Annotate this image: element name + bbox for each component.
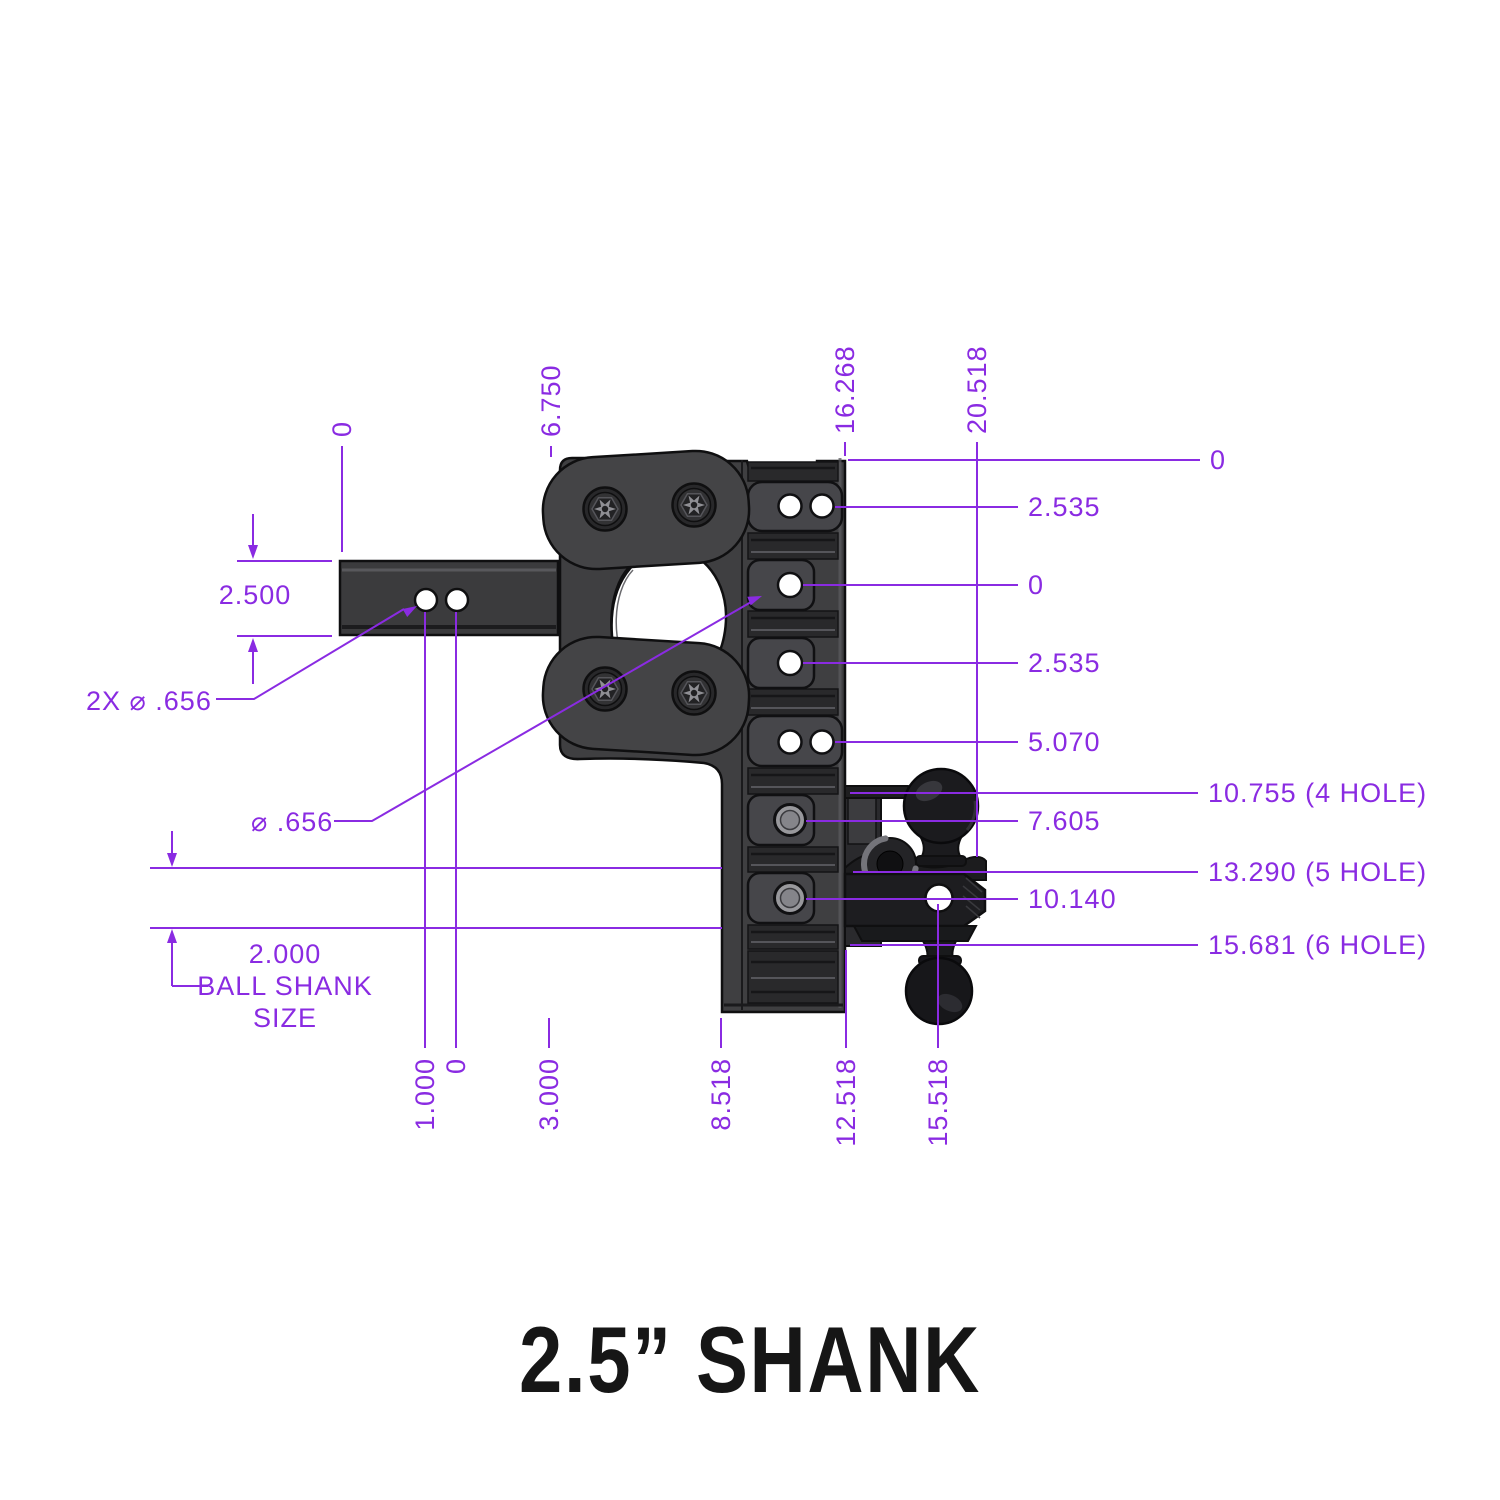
dim-text-5hole: 13.290 (5 HOLE) bbox=[1208, 857, 1427, 887]
dim-text: 1.000 bbox=[410, 1058, 440, 1131]
page-title: 2.5” SHANK bbox=[519, 1307, 981, 1412]
arrowhead-up bbox=[167, 929, 177, 943]
big-ball-highlight bbox=[915, 780, 943, 802]
dim-text: 15.518 bbox=[923, 1058, 953, 1147]
top-ordinate-label: 16.268 bbox=[830, 345, 860, 434]
leader-adjust-hole bbox=[334, 597, 759, 822]
dim-text-ballshank-value: 2.000 bbox=[249, 939, 322, 969]
dim-text-hole-row: 0 bbox=[1028, 570, 1044, 600]
bottom-ordinate-label: 3.000 bbox=[534, 1058, 564, 1131]
dim-text-6hole: 15.681 (6 HOLE) bbox=[1208, 930, 1427, 960]
callout-shank-holes: 2X ⌀ .656 bbox=[86, 686, 212, 716]
torx-bolt bbox=[671, 670, 717, 716]
lower-clamp-arm bbox=[541, 635, 751, 757]
torx-bolt bbox=[582, 666, 628, 712]
arrowhead-down bbox=[248, 545, 258, 559]
bottom-ordinate-label: 0 bbox=[441, 1058, 471, 1074]
hitch-pin-end bbox=[779, 809, 801, 831]
band bbox=[747, 610, 839, 638]
hitch-pin-end bbox=[779, 887, 801, 909]
dim-text: 20.518 bbox=[962, 345, 992, 434]
bottom-ordinate-label: 12.518 bbox=[831, 1058, 861, 1147]
block-lower-flange bbox=[852, 925, 978, 942]
arrowhead-leader bbox=[747, 596, 762, 606]
dim-text-hole-row: 5.070 bbox=[1028, 727, 1101, 757]
band bbox=[747, 461, 839, 482]
big-ball-rim-light bbox=[965, 800, 977, 831]
dimension-labels: 0 6.750 16.268 20.518 0 10.755 (4 HOLE) … bbox=[86, 345, 1427, 1147]
dim-text: 16.268 bbox=[830, 345, 860, 434]
adjustment-links bbox=[746, 480, 844, 925]
band bbox=[747, 950, 839, 1004]
dimension-arrowheads bbox=[167, 545, 762, 943]
arrowhead-leader bbox=[402, 606, 417, 617]
adjust-hole bbox=[776, 649, 804, 677]
leader-shank-holes bbox=[216, 608, 405, 700]
dim-text-ballshank-line2: SIZE bbox=[253, 1003, 317, 1033]
adjust-hole bbox=[809, 493, 835, 519]
bottom-ordinate-label: 15.518 bbox=[923, 1058, 953, 1147]
band bbox=[747, 532, 839, 560]
dim-text-shank-height: 2.500 bbox=[219, 580, 292, 610]
dim-text-hole-row: 2.535 bbox=[1028, 648, 1101, 678]
top-ordinate-label: 6.750 bbox=[536, 364, 566, 437]
dim-text-ballshank-line1: BALL SHANK bbox=[197, 971, 373, 1001]
dim-text-drop-0: 0 bbox=[1210, 445, 1226, 475]
clamp-arms bbox=[541, 449, 751, 757]
upper-clamp-arm bbox=[541, 449, 751, 571]
band bbox=[747, 924, 839, 950]
band bbox=[747, 767, 839, 795]
arrowhead-up bbox=[248, 638, 258, 652]
dim-text-4hole: 10.755 (4 HOLE) bbox=[1208, 778, 1427, 808]
bottom-ordinate-label: 8.518 bbox=[706, 1058, 736, 1131]
dim-text-hole-row: 10.140 bbox=[1028, 884, 1117, 914]
adjust-hole bbox=[777, 493, 803, 519]
dim-text: 8.518 bbox=[706, 1058, 736, 1131]
band bbox=[747, 846, 839, 873]
torx-bolt bbox=[582, 486, 628, 532]
torx-bolt bbox=[671, 482, 717, 528]
top-ordinate-label: 20.518 bbox=[962, 345, 992, 434]
dim-text-hole-row: 2.535 bbox=[1028, 492, 1101, 522]
dim-text: 3.000 bbox=[534, 1058, 564, 1131]
dual-ball-mount bbox=[843, 767, 987, 1026]
receiver-shank bbox=[338, 559, 560, 637]
dim-text: 12.518 bbox=[831, 1058, 861, 1147]
adjust-hole bbox=[777, 729, 803, 755]
dim-text: 6.750 bbox=[536, 364, 566, 437]
dim-text: 0 bbox=[441, 1058, 471, 1074]
bottom-ordinate-label: 1.000 bbox=[410, 1058, 440, 1131]
shank-pin-hole-left bbox=[413, 587, 439, 613]
callout-adjust-hole: ⌀ .656 bbox=[251, 807, 333, 837]
big-ball-collar bbox=[915, 855, 967, 867]
adjust-hole bbox=[776, 571, 804, 599]
small-ball-highlight bbox=[937, 993, 963, 1013]
top-ordinate-label: 0 bbox=[327, 421, 357, 437]
dimension-lines bbox=[150, 442, 1200, 1048]
adjust-hole bbox=[809, 729, 835, 755]
big-tow-ball bbox=[902, 767, 980, 845]
band bbox=[747, 688, 839, 716]
shank-pin-hole-right bbox=[444, 587, 470, 613]
dim-text-hole-row: 7.605 bbox=[1028, 806, 1101, 836]
arrowhead-down bbox=[167, 853, 177, 867]
dim-text: 0 bbox=[327, 421, 357, 437]
